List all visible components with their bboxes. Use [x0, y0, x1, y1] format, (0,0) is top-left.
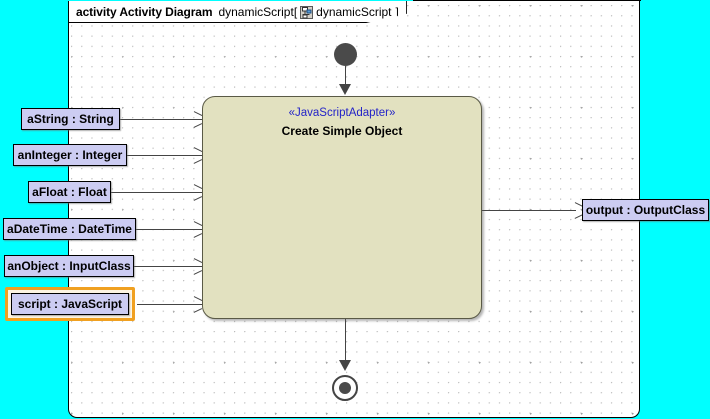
connector-script[interactable]	[137, 304, 202, 305]
input-pin-script[interactable]: script : JavaScript	[11, 293, 129, 315]
connector-astring[interactable]	[120, 119, 202, 120]
frame-top-border-right	[413, 0, 641, 1]
diagram-title-tab[interactable]: activity Activity Diagram dynamicScript …	[68, 1, 407, 23]
activity-final-node-core	[339, 382, 351, 394]
input-pin-aninteger[interactable]: anInteger : Integer	[13, 144, 127, 166]
output-pin-output[interactable]: output : OutputClass	[582, 199, 709, 221]
action-stereotype: «JavaScriptAdapter»	[288, 107, 396, 119]
connector-aninteger[interactable]	[127, 155, 202, 156]
flow-final-arrowhead-icon	[339, 360, 351, 371]
bracket-open: [	[293, 4, 298, 19]
input-pin-adatetime[interactable]: aDateTime : DateTime	[3, 218, 136, 240]
input-pin-label: aDateTime : DateTime	[7, 222, 132, 236]
initial-node[interactable]	[334, 43, 357, 66]
flow-initial-arrowhead-icon	[339, 84, 351, 95]
connector-afloat[interactable]	[111, 192, 202, 193]
connector-adatetime[interactable]	[136, 229, 202, 230]
input-pin-label: script : JavaScript	[17, 297, 123, 311]
activity-diagram-icon	[300, 6, 314, 19]
input-pin-label: aFloat : Float	[32, 185, 107, 199]
action-node-create-simple-object[interactable]: «JavaScriptAdapter» Create Simple Object	[202, 96, 482, 319]
input-pin-label: aString : String	[27, 112, 114, 126]
input-pin-label: anInteger : Integer	[17, 148, 123, 162]
frame-name: dynamicScript	[218, 4, 294, 19]
input-pin-astring[interactable]: aString : String	[21, 108, 120, 130]
input-pin-label: anObject : InputClass	[7, 259, 131, 273]
input-pin-anobject[interactable]: anObject : InputClass	[4, 255, 134, 277]
frame-context-name: dynamicScript	[316, 4, 392, 19]
frame-keyword: activity Activity Diagram	[76, 4, 213, 19]
input-pin-afloat[interactable]: aFloat : Float	[28, 181, 111, 203]
activity-final-node[interactable]	[332, 375, 358, 401]
connector-output[interactable]	[482, 210, 576, 211]
output-pin-label: output : OutputClass	[585, 203, 706, 217]
flow-action-to-final[interactable]	[345, 319, 346, 362]
action-name: Create Simple Object	[281, 124, 403, 138]
connector-anobject[interactable]	[134, 266, 202, 267]
